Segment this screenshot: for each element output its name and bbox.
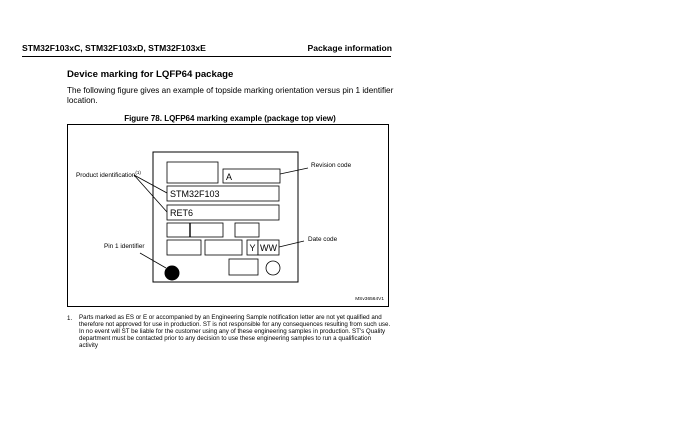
footnote-ref: (1) <box>135 170 141 175</box>
ejector-circle <box>265 260 281 276</box>
date-code-label: Date code <box>308 236 338 243</box>
product-identification-text: Product identification <box>76 172 136 180</box>
product-line1-text: STM32F103 <box>170 189 220 199</box>
week-box <box>257 239 280 256</box>
marking-box-split <box>166 222 224 238</box>
footnote-number: 1. <box>67 315 73 322</box>
figure-code: MSv36564V1 <box>355 297 384 302</box>
revision-text: A <box>226 172 232 182</box>
header-rule <box>22 56 391 57</box>
revision-box <box>222 168 281 184</box>
revision-code-label: Revision code <box>311 162 352 169</box>
marking-box-blank <box>166 161 219 184</box>
pin1-identifier-label: Pin 1 identifier <box>104 243 145 250</box>
marking-box-blank-3 <box>204 239 243 256</box>
product-identification-label: Product identification(1) <box>76 170 141 179</box>
header-section: Package information <box>307 43 392 53</box>
marking-box-small <box>234 222 260 238</box>
product-line1-box <box>166 185 280 202</box>
product-line2-box <box>166 204 280 221</box>
intro-paragraph: The following figure gives an example of… <box>67 86 394 105</box>
product-line2-text: RET6 <box>170 208 193 218</box>
figure-caption: Figure 78. LQFP64 marking example (packa… <box>124 114 336 123</box>
marking-diagram: A STM32F103 RET6 Y WW <box>133 151 309 283</box>
marking-box-bottom <box>228 258 259 276</box>
year-text: Y <box>250 243 256 253</box>
footnote-text: Parts marked as ES or E or accompanied b… <box>79 314 391 349</box>
week-text: WW <box>260 243 277 253</box>
pin1-dot <box>164 265 180 281</box>
figure-frame: A STM32F103 RET6 Y WW Product identifica… <box>67 124 389 307</box>
section-title: Device marking for LQFP64 package <box>67 69 234 80</box>
header-title: STM32F103xC, STM32F103xD, STM32F103xE <box>22 43 206 53</box>
marking-box-blank-2 <box>166 239 202 256</box>
